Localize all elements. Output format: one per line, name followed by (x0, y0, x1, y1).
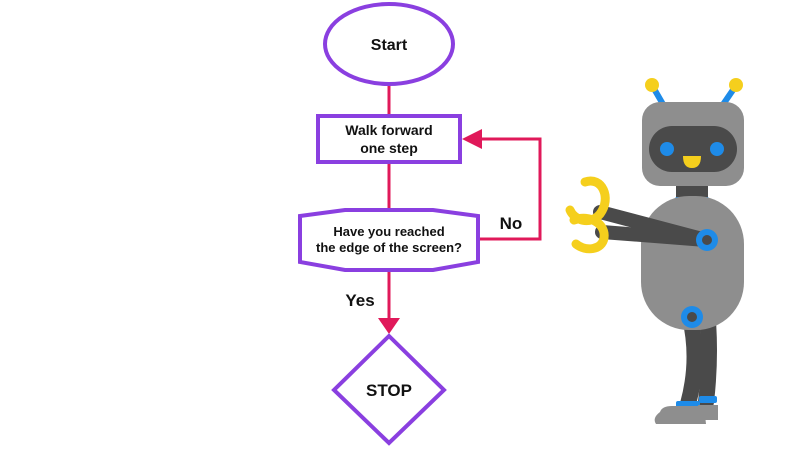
robot-smile (683, 156, 701, 168)
walk-step-label-line2: one step (360, 140, 418, 156)
start-label: Start (371, 37, 408, 54)
yes-branch-label: Yes (345, 291, 374, 310)
walk-step-box (316, 114, 462, 164)
start-terminal (323, 2, 455, 86)
edge-question-decision (298, 208, 480, 272)
robot-arm-lower (595, 225, 713, 247)
arrowhead-to-step (462, 129, 482, 149)
robot-antenna-ball-left (645, 78, 659, 92)
walk-step-label-line1: Walk forward (345, 122, 432, 138)
robot-illustration (565, 78, 744, 424)
connector-no-loop (478, 137, 542, 241)
robot-antenna-ball-right (729, 78, 743, 92)
robot-hip-joint-inner (687, 312, 697, 322)
no-branch-label: No (500, 214, 523, 233)
question-label-line1: Have you reached (333, 224, 444, 239)
stop-decision (331, 333, 447, 446)
question-label-line2: the edge of the screen? (316, 240, 462, 255)
robot-shoulder-joint-inner (702, 235, 712, 245)
robot-leg-front (680, 310, 703, 412)
robot-ankle-back (699, 396, 717, 403)
arrowhead-to-stop (378, 318, 400, 334)
robot-eye-right (710, 142, 724, 156)
robot-face-screen (649, 126, 737, 172)
robot-foot-front (654, 406, 706, 424)
stop-label: STOP (366, 381, 412, 400)
connectors (387, 85, 542, 320)
robot-claw-lower (569, 213, 609, 254)
robot-eye-left (660, 142, 674, 156)
